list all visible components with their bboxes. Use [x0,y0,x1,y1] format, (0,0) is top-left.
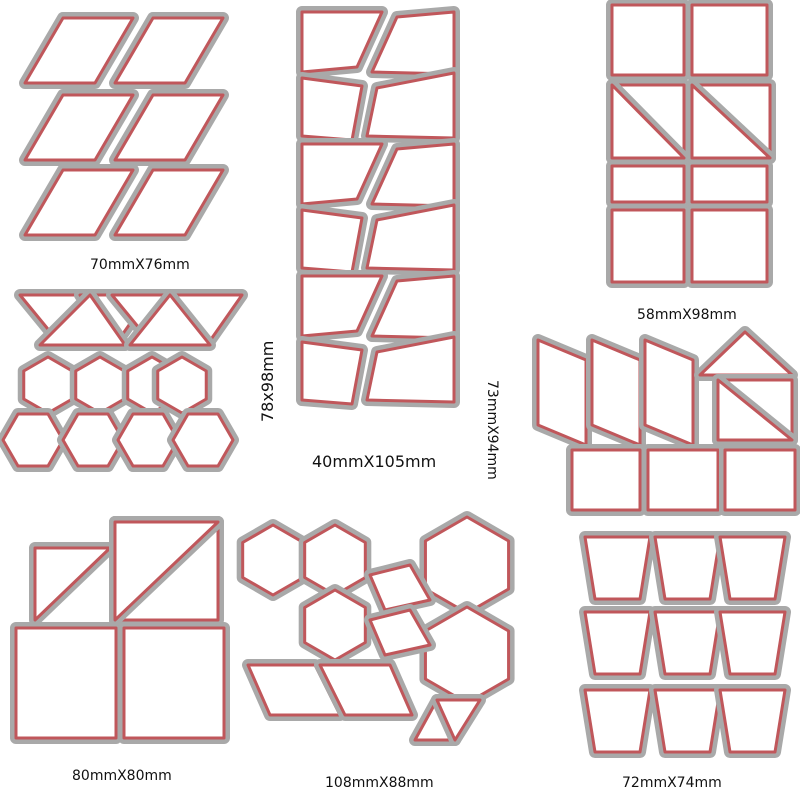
hexagon-shape [0,408,69,472]
trapezoid-shape [649,531,726,605]
hexagon-shape [112,408,184,472]
rhombus-set-size-label: 70mmX76mm [90,257,190,273]
square-shape [566,444,646,516]
hexagon-shape [236,519,310,601]
rhombus-shape [109,89,229,166]
rectangle-shape [686,160,773,208]
hexagon-shape [69,351,131,419]
triangle-shape [34,289,131,351]
hexagon-shape [17,351,79,419]
rhombus-shape [19,12,139,89]
trapezoid-shape [649,684,726,758]
strip-trapezoid-shape [366,138,460,212]
hexagon-shape [419,601,515,709]
parallelogram-shape [639,334,699,451]
parallelogram-shape [586,334,646,451]
big-squares-size-label: 80mmX80mm [72,768,172,784]
triangle-shape [712,374,798,446]
square-shape [10,622,122,744]
trapezoid-shape [579,531,656,605]
trapezoid-shape [714,606,791,680]
trapezoid-shape [714,531,791,605]
triangle-shape [686,79,776,164]
rhombus-shape [364,559,436,616]
hex-set-size-label: 108mmX88mm [325,775,434,791]
trapezoid-shape [649,606,726,680]
triangle-strip-size-label: 40mmX105mm [312,452,437,471]
hexagon-shape [57,408,129,472]
trapezoid-shape [579,684,656,758]
square-shape [686,204,773,288]
strip-triangle-shape [296,204,368,278]
strip-triangle-shape [361,199,460,276]
square-shape [118,622,230,744]
square-shape [606,0,690,81]
triangle-shape [109,516,224,626]
strip-trapezoid-shape [296,6,388,78]
strip-triangle-shape [296,336,368,410]
trapezoid-set-size-label: 72mmX74mm [622,775,722,791]
rhombus-shape [109,164,229,241]
hexagon-shape [167,408,239,472]
trapezoid-shape [714,684,791,758]
rhombus-shape [109,12,229,89]
parallelogram-shape [532,334,592,451]
strip-trapezoid-shape [296,270,388,342]
triangle-shape [606,79,690,164]
rhombus-shape [19,89,139,166]
triangle-shape [694,326,798,381]
mixed-set-size-label: 73mmX94mm [484,380,500,480]
square-shape [686,0,773,81]
rhombus-shape [314,659,418,721]
square-set-size-label: 58mmX98mm [637,307,737,323]
rectangle-shape [606,160,690,208]
hexagon-shape [298,584,372,666]
rhombus-shape [364,604,436,661]
strip-trapezoid-shape [296,138,388,210]
rhombus-shape [19,164,139,241]
strip-triangle-shape [361,67,460,144]
square-shape [719,444,800,516]
strip-triangle-shape [296,72,368,146]
hexagon-shape [419,511,515,619]
hexagon-shape [151,351,213,419]
strip-triangle-shape [361,331,460,408]
strip-side-size-label: 78x98mm [258,340,277,422]
square-shape [642,444,724,516]
square-shape [606,204,690,288]
triangle-shape [431,694,486,746]
triangle-shape [29,542,116,626]
triangle-shape [124,289,216,351]
trapezoid-shape [579,606,656,680]
strip-trapezoid-shape [366,6,460,80]
